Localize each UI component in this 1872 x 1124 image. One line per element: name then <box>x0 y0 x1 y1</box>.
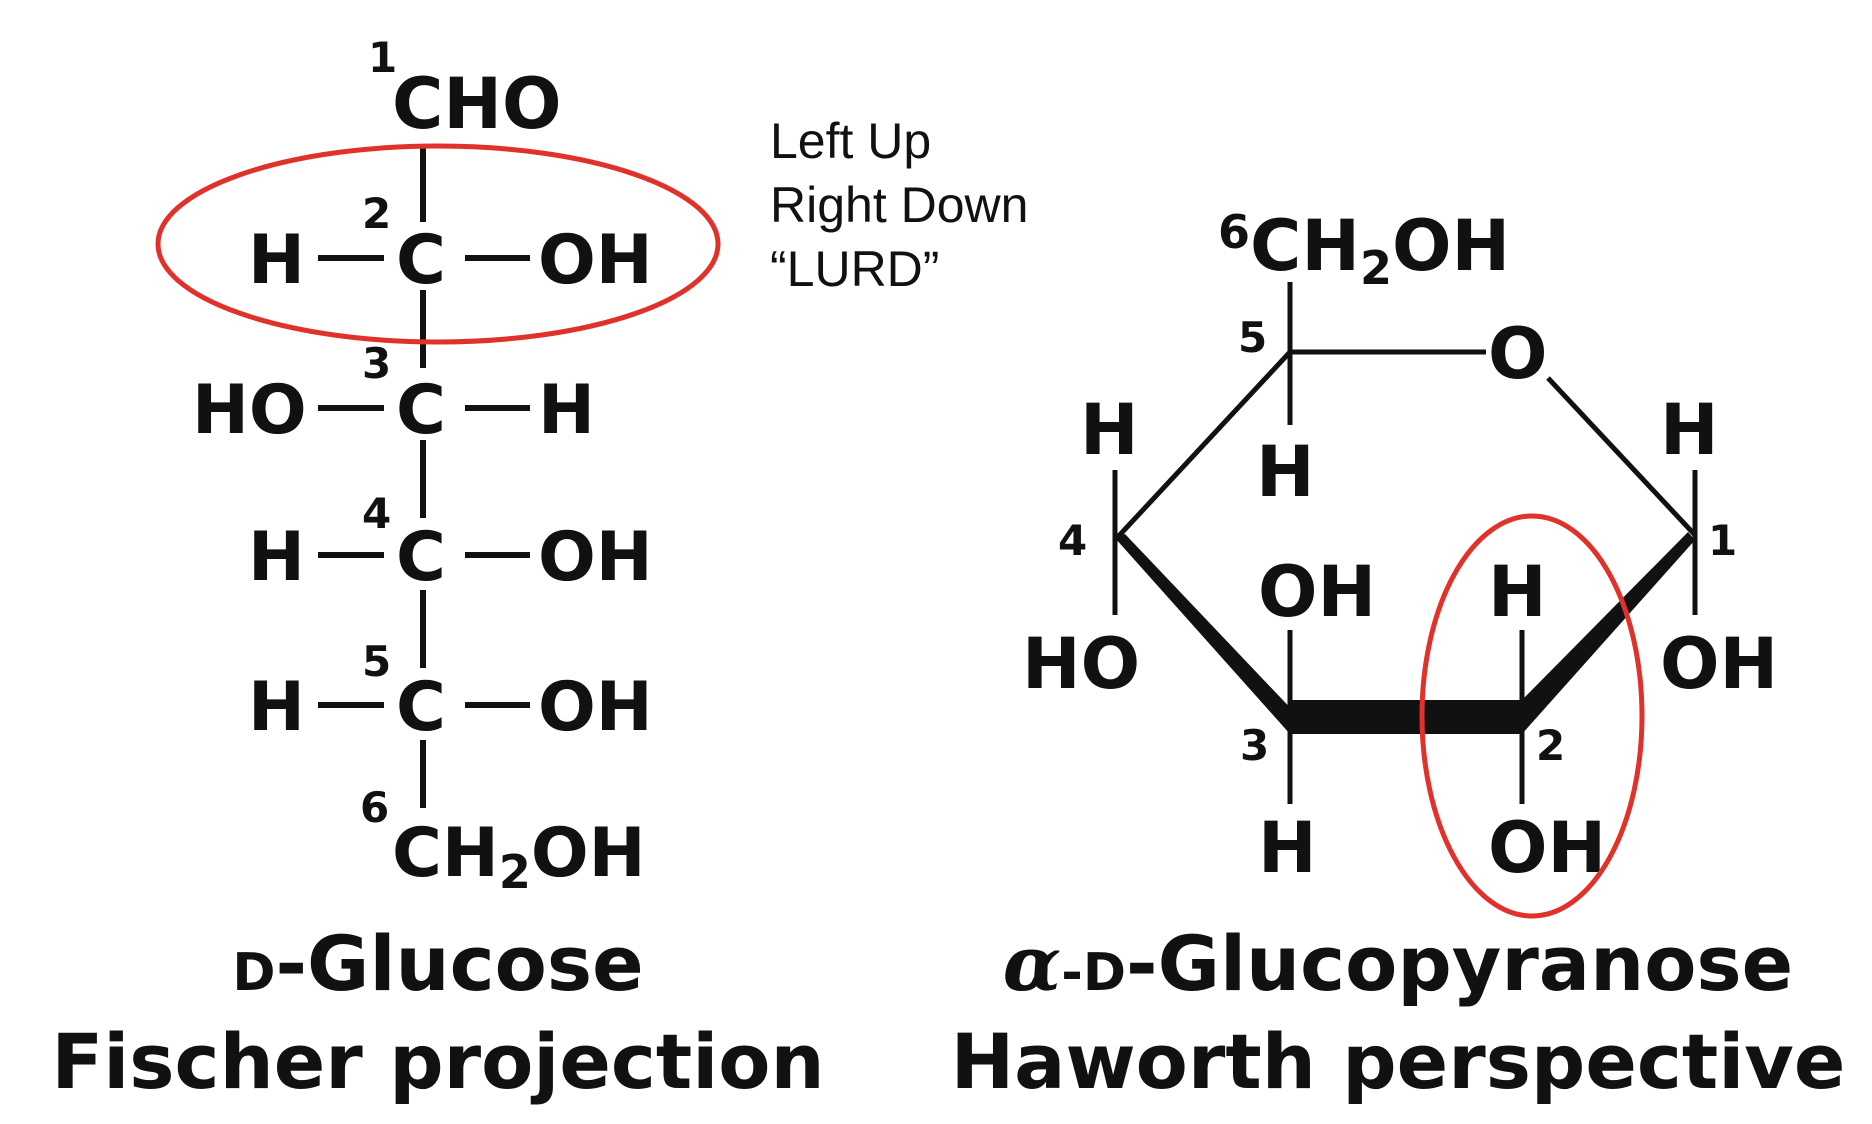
fischer-c5-center: C <box>396 668 446 747</box>
haworth-c5-number: 5 <box>1238 313 1267 362</box>
haworth-bond-o-c1 <box>1546 376 1697 537</box>
haworth-c4-number: 4 <box>1058 516 1087 565</box>
fischer-c1-group: CHO <box>392 63 561 145</box>
haworth-wedge-c3-c2 <box>1290 700 1522 734</box>
haworth-perspective: 6CH2OH 5 H O H 4 HO H 1 OH OH 3 H H 2 <box>951 205 1846 1106</box>
fischer-c2-number: 2 <box>362 189 391 238</box>
haworth-c2-number: 2 <box>1536 721 1565 770</box>
haworth-c1-number: 1 <box>1708 516 1737 565</box>
haworth-c6-number: 6CH2OH <box>1218 205 1510 295</box>
fischer-c2-left: H <box>248 221 305 300</box>
haworth-c3-oh: OH <box>1258 551 1376 633</box>
fischer-c4-right: OH <box>538 518 653 597</box>
fischer-c3-center: C <box>396 371 446 450</box>
fischer-caption-line2: Fischer projection <box>51 1017 824 1106</box>
haworth-c2-highlight <box>1419 513 1645 919</box>
fischer-c4-number: 4 <box>362 489 391 538</box>
haworth-bond-c5-c4 <box>1113 350 1292 542</box>
fischer-c3-right: H <box>538 371 595 450</box>
fischer-c1-number: 1 <box>368 33 397 82</box>
haworth-c3-h: H <box>1258 807 1317 889</box>
haworth-c5-h: H <box>1256 431 1315 513</box>
fischer-c5-number: 5 <box>362 637 391 686</box>
haworth-c4-ho: HO <box>1022 623 1140 705</box>
mnemonic-line3: “LURD” <box>770 241 939 297</box>
haworth-c1-h: H <box>1660 389 1719 471</box>
fischer-c2-right: OH <box>538 221 653 300</box>
haworth-c3-number: 3 <box>1240 721 1269 770</box>
fischer-projection: 1 CHO 2 H C OH 3 HO C H 4 H C OH 5 H C <box>51 33 824 1106</box>
fischer-c5-right: OH <box>538 668 653 747</box>
fischer-c2-highlight <box>155 143 721 345</box>
haworth-c4-h: H <box>1080 389 1139 471</box>
haworth-caption-line1: α-D-Glucopyranose <box>1003 919 1793 1008</box>
haworth-c2-oh: OH <box>1488 807 1606 889</box>
fischer-c3-number: 3 <box>362 339 391 388</box>
fischer-c5-left: H <box>248 668 305 747</box>
haworth-wedge-c2-c1 <box>1522 532 1695 734</box>
fischer-c4-left: H <box>248 518 305 597</box>
fischer-caption-line1: D-Glucose <box>232 919 643 1008</box>
fischer-c6-group: CH2OH <box>392 814 646 899</box>
mnemonic-line2: Right Down <box>770 177 1028 233</box>
haworth-wedge-c4-c3 <box>1115 534 1298 734</box>
haworth-c1-oh: OH <box>1660 623 1778 705</box>
haworth-c2-h: H <box>1488 551 1547 633</box>
haworth-caption-line2: Haworth perspective <box>951 1017 1846 1106</box>
mnemonic-note: Left Up Right Down “LURD” <box>770 113 1028 297</box>
fischer-c4-center: C <box>396 518 446 597</box>
fischer-c2-center: C <box>396 221 446 300</box>
mnemonic-line1: Left Up <box>770 113 931 169</box>
haworth-ring-oxygen: O <box>1488 313 1548 395</box>
fischer-c3-left: HO <box>192 371 307 450</box>
fischer-c6-number: 6 <box>360 783 389 832</box>
